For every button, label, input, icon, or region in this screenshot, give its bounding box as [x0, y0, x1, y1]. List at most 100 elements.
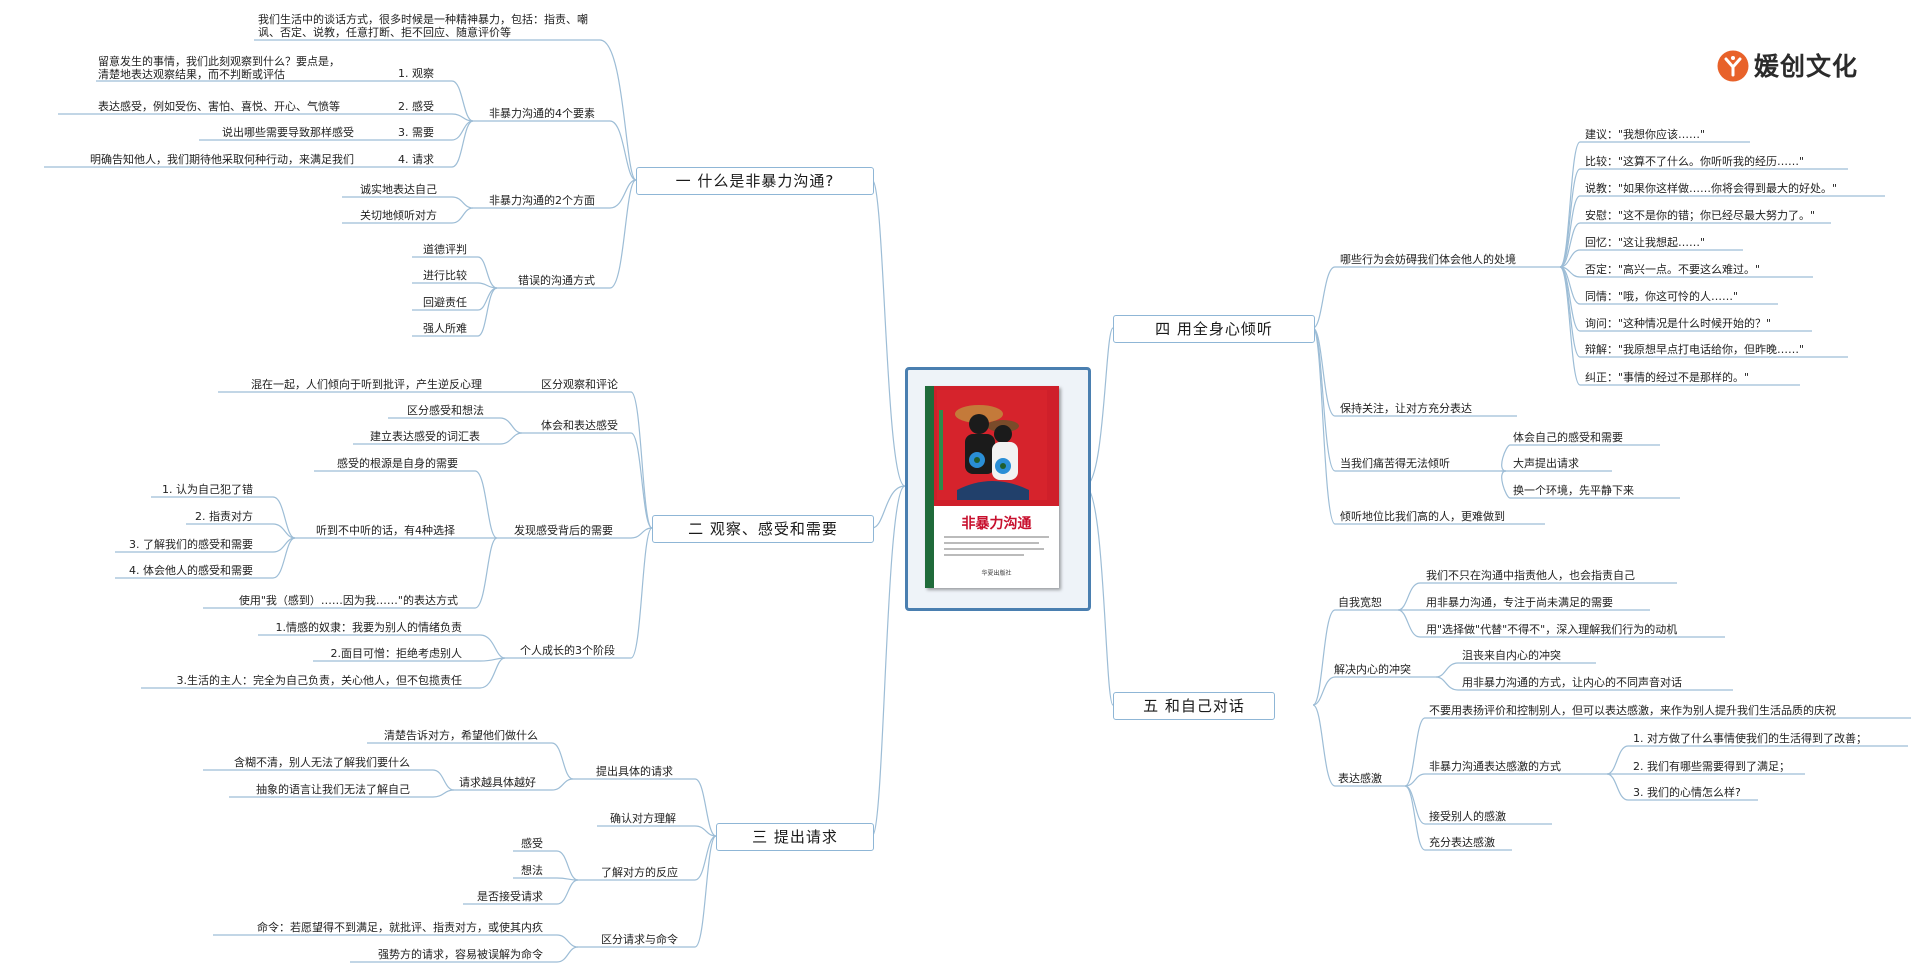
- cover-spine: [925, 386, 934, 588]
- b5-way-2: 2. 我们有哪些需要得到了满足；: [1633, 760, 1790, 773]
- b3-vague-2: 抽象的语言让我们无法了解自己: [256, 783, 410, 796]
- b5-forgive-1: 我们不只在沟通中指责他人，也会指责自己: [1426, 569, 1635, 582]
- b4-obstacle-10: 纠正："事情的经过不是那样的。": [1585, 371, 1750, 384]
- b2-feel-label[interactable]: 体会和表达感受: [541, 419, 618, 432]
- b4-obstacle-3: 说教："如果你这样做……你将会得到最大的好处。": [1585, 182, 1838, 195]
- b3-reaction-1: 感受: [521, 837, 543, 850]
- b5-conflict-label[interactable]: 解决内心的冲突: [1334, 663, 1411, 676]
- b2-choice-3: 3. 了解我们的感受和需要: [129, 538, 253, 551]
- b1-elem-2-desc: 表达感受，例如受伤、害怕、喜悦、开心、气愤等: [98, 100, 340, 113]
- branch-3-title[interactable]: 三 提出请求: [716, 823, 874, 851]
- b1-wrong-1: 道德评判: [423, 243, 467, 256]
- branch-2-title[interactable]: 二 观察、感受和需要: [652, 515, 874, 543]
- b1-aspect-2: 关切地倾听对方: [360, 209, 437, 222]
- b3-specific-label[interactable]: 提出具体的请求: [596, 765, 673, 778]
- b3-vague-label[interactable]: 请求越具体越好: [459, 776, 536, 789]
- b2-growth-2: 2.面目可憎：拒绝考虑别人: [330, 647, 463, 660]
- b2-choice-4: 4. 体会他人的感受和需要: [129, 564, 253, 577]
- b3-vague-1: 含糊不清，别人无法了解我们要什么: [234, 756, 410, 769]
- b4-obstacle-7: 同情："哦，你这可怜的人……": [1585, 290, 1739, 303]
- b2-needs-root: 感受的根源是自身的需要: [337, 457, 458, 470]
- cover-text-line: [944, 554, 1024, 556]
- b1-aspects-label[interactable]: 非暴力沟通的2个方面: [489, 194, 595, 207]
- b4-obstacle-6: 否定："高兴一点。不要这么难过。": [1585, 263, 1761, 276]
- b1-elements-label[interactable]: 非暴力沟通的4个要素: [489, 107, 595, 120]
- cover-title: 非暴力沟通: [961, 516, 1032, 532]
- b1-intro-text: 我们生活中的谈话方式，很多时候是一种精神暴力，包括：指责、嘲讽、否定、说教，任意…: [258, 13, 588, 39]
- b4-obstacle-1: 建议："我想你应该……": [1585, 128, 1706, 141]
- b4-higher[interactable]: 倾听地位比我们高的人，更难做到: [1340, 510, 1505, 523]
- b3-specific-tell: 清楚告诉对方，希望他们做什么: [384, 729, 538, 742]
- b2-choices-label[interactable]: 听到不中听的话，有4种选择: [316, 524, 455, 537]
- b4-obstacle-9: 辩解："我原想早点打电话给你，但昨晚……": [1585, 343, 1805, 356]
- b1-wrong-3: 回避责任: [423, 296, 467, 309]
- b3-reaction-3: 是否接受请求: [477, 890, 543, 903]
- b4-pain-2: 大声提出请求: [1513, 457, 1579, 470]
- b1-elem-1-desc: 留意发生的事情，我们此刻观察到什么？要点是，清楚地表达观察结果，而不判断或评估: [98, 55, 340, 81]
- logo-text: 媛创文化: [1754, 52, 1859, 81]
- b5-forgive-2: 用非暴力沟通，专注于尚未满足的需要: [1426, 596, 1613, 609]
- b2-needs-label[interactable]: 发现感受背后的需要: [514, 524, 613, 537]
- branch-1-title[interactable]: 一 什么是非暴力沟通?: [636, 167, 874, 195]
- branch-5-title[interactable]: 五 和自己对话: [1113, 692, 1275, 720]
- b3-confirm[interactable]: 确认对方理解: [610, 812, 676, 825]
- b2-distinguish-desc: 混在一起，人们倾向于听到批评，产生逆反心理: [251, 378, 482, 391]
- b1-elem-3-desc: 说出哪些需要导致那样感受: [222, 126, 354, 139]
- cover-publisher: 华夏出版社: [981, 570, 1012, 577]
- b4-obstacle-2: 比较："这算不了什么。你听听我的经历……": [1585, 155, 1805, 168]
- b2-growth-3: 3.生活的主人：完全为自己负责，关心他人，但不包揽责任: [176, 674, 463, 687]
- b5-way-3: 3. 我们的心情怎么样?: [1633, 786, 1741, 799]
- cover-text-line: [944, 548, 1044, 550]
- center-book-node[interactable]: 非暴力沟通 华夏出版社: [905, 367, 1091, 611]
- b3-command-label[interactable]: 区分请求与命令: [601, 933, 678, 946]
- b3-command-1: 命令：若愿望得不到满足，就批评、指责对方，或使其内疚: [257, 921, 543, 934]
- b4-obstacle-8: 询问："这种情况是什么时候开始的？": [1585, 317, 1772, 330]
- b4-pain-label[interactable]: 当我们痛苦得无法倾听: [1340, 457, 1450, 470]
- b1-elem-2-name[interactable]: 2. 感受: [398, 100, 434, 113]
- b5-conflict-2: 用非暴力沟通的方式，让内心的不同声音对话: [1462, 676, 1682, 689]
- b5-forgive-label[interactable]: 自我宽恕: [1338, 596, 1382, 609]
- b1-elem-4-name[interactable]: 4. 请求: [398, 153, 434, 166]
- b5-gratitude-first: 不要用表扬评价和控制别人，但可以表达感激，来作为别人提升我们生活品质的庆祝: [1429, 704, 1836, 717]
- b5-full[interactable]: 充分表达感激: [1429, 836, 1495, 849]
- b4-obstacle-4: 安慰："这不是你的错；你已经尽最大努力了。": [1585, 209, 1816, 222]
- b1-aspect-1: 诚实地表达自己: [360, 183, 437, 196]
- b5-forgive-3: 用"选择做"代替"不得不"，深入理解我们行为的动机: [1426, 623, 1678, 636]
- b4-pain-3: 换一个环境，先平静下来: [1513, 484, 1634, 497]
- b1-elem-1-name[interactable]: 1. 观察: [398, 67, 434, 80]
- book-cover-image: 非暴力沟通 华夏出版社: [925, 386, 1059, 588]
- b3-command-2: 强势方的请求，容易被误解为命令: [378, 948, 543, 961]
- cover-panel: 非暴力沟通 华夏出版社: [934, 506, 1059, 588]
- b5-way-1: 1. 对方做了什么事情使我们的生活得到了改善；: [1633, 732, 1867, 745]
- b4-obstacles-label[interactable]: 哪些行为会妨碍我们体会他人的处境: [1340, 253, 1516, 266]
- b3-reaction-label[interactable]: 了解对方的反应: [601, 866, 678, 879]
- b4-focus[interactable]: 保持关注，让对方充分表达: [1340, 402, 1472, 415]
- b5-ways-label[interactable]: 非暴力沟通表达感激的方式: [1429, 760, 1561, 773]
- cover-text-line: [944, 542, 1039, 544]
- b5-conflict-1: 沮丧来自内心的冲突: [1462, 649, 1561, 662]
- b2-growth-1: 1.情感的奴隶：我要为别人的情绪负责: [275, 621, 463, 634]
- b2-choice-1: 1. 认为自己犯了错: [162, 483, 253, 496]
- b1-wrong-4: 强人所难: [423, 322, 467, 335]
- cover-text-line: [944, 536, 1049, 538]
- b2-distinguish-label[interactable]: 区分观察和评论: [541, 378, 618, 391]
- branch-4-title[interactable]: 四 用全身心倾听: [1113, 315, 1315, 343]
- b1-elem-4-desc: 明确告知他人，我们期待他采取何种行动，来满足我们: [90, 153, 354, 166]
- b5-accept[interactable]: 接受别人的感激: [1429, 810, 1506, 823]
- b1-wrong-label[interactable]: 错误的沟通方式: [518, 274, 595, 287]
- b2-needs-expression: 使用"我（感到）……因为我……"的表达方式: [238, 594, 458, 607]
- b4-obstacle-5: 回忆："这让我想起……": [1585, 236, 1706, 249]
- b1-wrong-2: 进行比较: [423, 269, 467, 282]
- b3-reaction-2: 想法: [521, 864, 543, 877]
- cover-artwork: [937, 390, 1047, 500]
- b2-feel-2: 建立表达感受的词汇表: [370, 430, 480, 443]
- b4-pain-1: 体会自己的感受和需要: [1513, 431, 1623, 444]
- b2-feel-1: 区分感受和想法: [407, 404, 484, 417]
- b5-gratitude-label[interactable]: 表达感激: [1338, 772, 1382, 785]
- b2-choice-2: 2. 指责对方: [195, 510, 253, 523]
- b2-growth-label[interactable]: 个人成长的3个阶段: [520, 644, 615, 657]
- logo-icon: [1717, 50, 1749, 82]
- b1-elem-3-name[interactable]: 3. 需要: [398, 126, 434, 139]
